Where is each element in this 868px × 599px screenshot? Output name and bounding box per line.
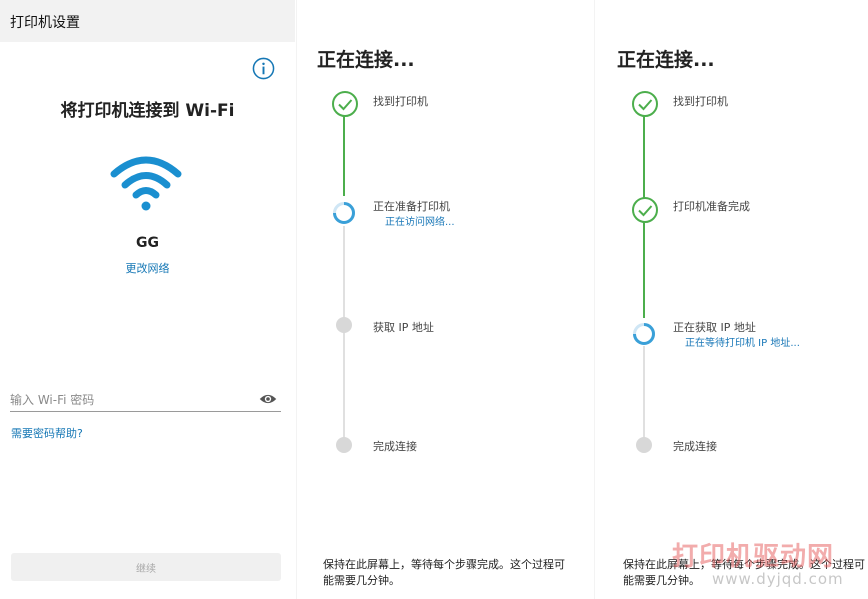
step-label-found-printer: 找到打印机 (373, 95, 428, 108)
continue-button[interactable]: 继续 (11, 553, 281, 581)
step-label-get-ip: 获取 IP 地址 (373, 321, 434, 334)
info-icon[interactable] (252, 57, 275, 80)
step-label-getting-ip: 正在获取 IP 地址 (673, 321, 756, 334)
spinner-icon (633, 323, 655, 345)
pending-dot-icon (336, 437, 352, 453)
panel-divider (296, 0, 297, 599)
password-field (10, 388, 281, 412)
page-title: 将打印机连接到 Wi-Fi (60, 101, 235, 121)
check-icon (632, 197, 658, 223)
connecting-panel-preparing: 正在连接... 找到打印机 正在准备打印机 正在访问网络... 获取 IP 地址… (300, 0, 590, 599)
step-label-printer-ready: 打印机准备完成 (673, 200, 750, 213)
header-title: 打印机设置 (10, 15, 80, 31)
step-label-finish: 完成连接 (673, 440, 717, 453)
step-sub-accessing-network: 正在访问网络... (385, 217, 455, 228)
header-bar: 打印机设置 (0, 0, 295, 42)
progress-line-done (343, 116, 345, 196)
pending-dot-icon (336, 317, 352, 333)
panel-divider (594, 0, 595, 599)
footer-instructions: 保持在此屏幕上，等待每个步骤完成。这个过程可能需要几分钟。 (323, 558, 565, 587)
check-icon (332, 91, 358, 117)
eye-icon[interactable] (259, 392, 277, 406)
footer-instructions: 保持在此屏幕上，等待每个步骤完成。这个过程可能需要几分钟。 (623, 558, 865, 587)
connecting-title: 正在连接... (617, 49, 715, 71)
step-label-finish: 完成连接 (373, 440, 417, 453)
printer-setup-panel: 打印机设置 将打印机连接到 Wi-Fi GG 更改网络 需要密码帮助? 继续 (0, 0, 295, 599)
spinner-icon (333, 202, 355, 224)
progress-line-pending (343, 226, 345, 446)
change-network-link[interactable]: 更改网络 (125, 262, 170, 275)
check-icon (632, 91, 658, 117)
progress-line-done (643, 222, 645, 318)
step-label-preparing-printer: 正在准备打印机 (373, 200, 450, 213)
progress-line-pending (643, 346, 645, 442)
progress-line-done (643, 116, 645, 200)
password-help-link[interactable]: 需要密码帮助? (11, 427, 83, 440)
step-label-found-printer: 找到打印机 (673, 95, 728, 108)
pending-dot-icon (636, 437, 652, 453)
connecting-panel-getting-ip: 正在连接... 找到打印机 打印机准备完成 正在获取 IP 地址 正在等待打印机… (600, 0, 868, 599)
step-sub-waiting-ip: 正在等待打印机 IP 地址... (685, 338, 800, 349)
password-input[interactable] (10, 390, 250, 410)
network-name: GG (136, 235, 159, 251)
connecting-title: 正在连接... (317, 49, 415, 71)
wifi-icon (110, 156, 182, 211)
